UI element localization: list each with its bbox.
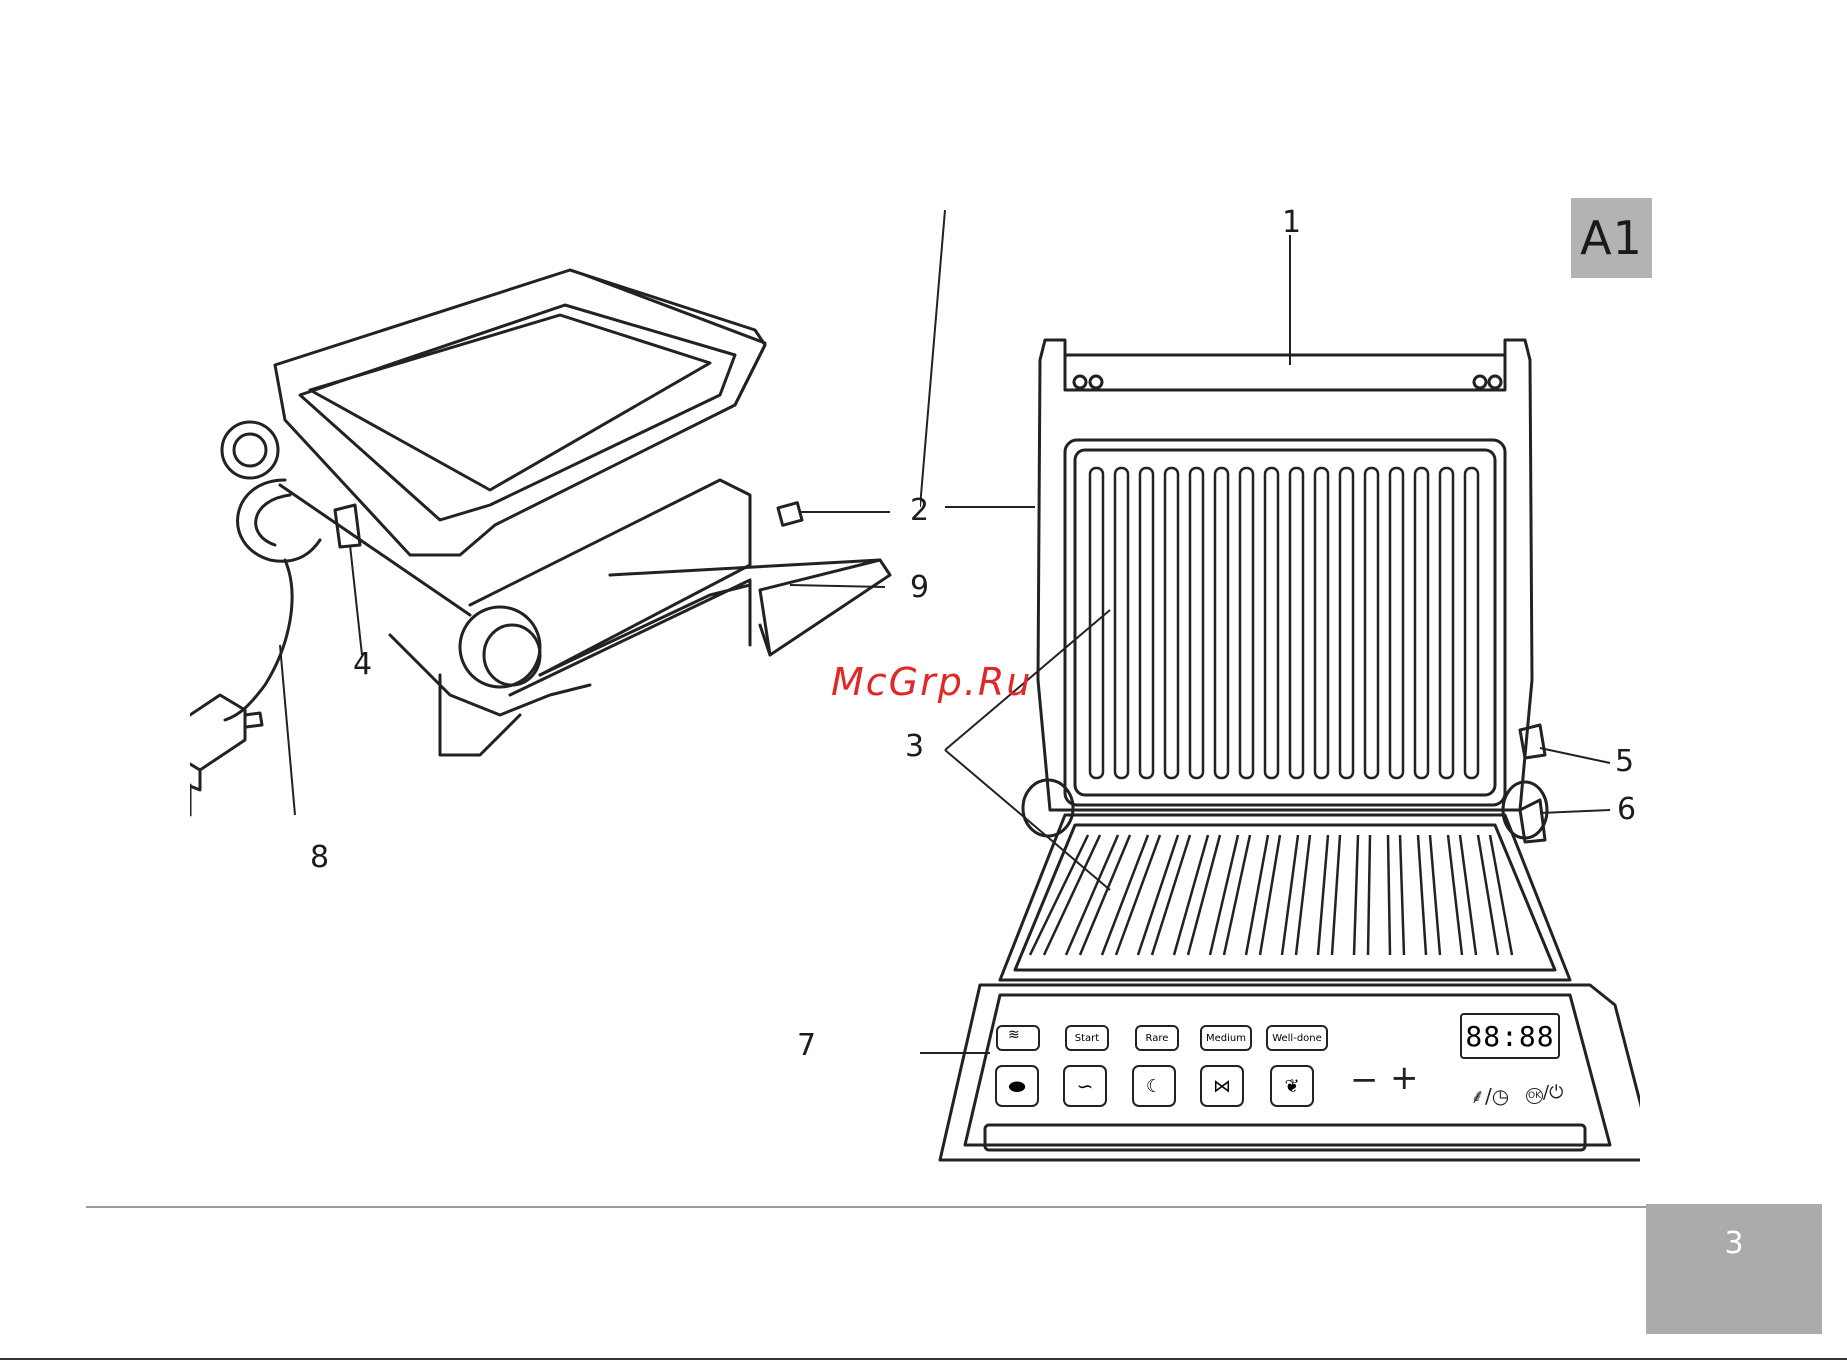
medium-label: Medium [1206,1033,1246,1044]
chicken-button[interactable]: ☾ [1132,1065,1176,1107]
sausage-icon: ∽ [1077,1074,1094,1098]
well-done-button[interactable]: Well-done [1266,1025,1328,1051]
rare-label: Rare [1146,1033,1169,1044]
vegetables-button[interactable]: ❦ [1270,1065,1314,1107]
callout-3: 3 [905,732,924,762]
chicken-icon: ☾ [1146,1076,1162,1097]
defrost-button[interactable]: ≋ [996,1025,1040,1051]
steak-icon: ⬬ [1008,1074,1025,1098]
callout-8: 8 [310,843,329,873]
ok-label: OK [1526,1088,1543,1104]
control-panel: ≋ Start Rare Medium Well-done ⬬ ∽ ☾ ⋈ ❦ … [970,1010,1570,1130]
ok-power-icon: /⏻ [1543,1082,1563,1103]
ok-power-button[interactable]: OK/⏻ [1526,1082,1563,1103]
callout-6: 6 [1617,795,1636,825]
start-label: Start [1075,1033,1099,1044]
display-readout: 88:88 [1465,1020,1554,1053]
defrost-icon: ≋ [1008,1027,1020,1043]
page-number: 3 [1646,1204,1822,1334]
plus-button[interactable]: + [1390,1058,1419,1098]
medium-button[interactable]: Medium [1200,1025,1252,1051]
well-done-label: Well-done [1272,1033,1322,1044]
start-button[interactable]: Start [1065,1025,1109,1051]
callout-4: 4 [353,650,372,680]
thermometer-timer-button[interactable]: ⸙/◷ [1470,1082,1509,1109]
sausage-button[interactable]: ∽ [1063,1065,1107,1107]
callout-1: 1 [1282,208,1301,238]
callout-7: 7 [797,1031,816,1061]
rare-button[interactable]: Rare [1135,1025,1179,1051]
minus-button[interactable]: − [1350,1060,1379,1100]
digital-display: 88:88 [1460,1013,1560,1059]
thermometer-timer-icon: ⸙/◷ [1470,1084,1509,1108]
fish-icon: ⋈ [1213,1076,1231,1097]
watermark: McGrp.Ru [831,660,1032,704]
grill-closed-illustration [190,255,910,895]
steak-button[interactable]: ⬬ [995,1065,1039,1107]
callout-5: 5 [1615,747,1634,777]
callout-9: 9 [910,573,929,603]
fish-button[interactable]: ⋈ [1200,1065,1244,1107]
vegetables-icon: ❦ [1284,1076,1299,1097]
callout-2: 2 [910,496,929,526]
footer-rule [86,1206,1646,1208]
